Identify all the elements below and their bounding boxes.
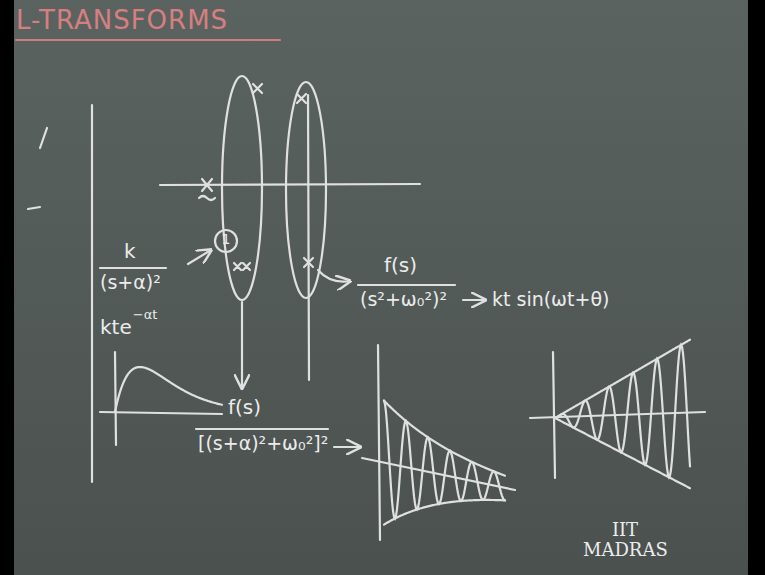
graph-axis (115, 352, 116, 445)
chalk-mark (40, 128, 47, 148)
graph-axis (553, 352, 555, 478)
real-axis (160, 184, 420, 185)
envelope-line (555, 418, 690, 488)
double-pole-mark (234, 263, 250, 270)
numerator: f(s) (228, 396, 261, 418)
leader-arrow (334, 446, 360, 448)
envelope-curve (384, 500, 505, 525)
pole-mark (202, 179, 212, 191)
leader-arrow (241, 302, 243, 388)
exponent: −αt (133, 308, 158, 322)
numerator: f(s) (384, 254, 417, 276)
graph-axis (100, 412, 222, 414)
denominator: (s+α)² (100, 272, 161, 293)
title-underline (16, 39, 280, 41)
watermark: IIT MADRAS (583, 520, 667, 560)
chalk-mark (28, 207, 40, 209)
leader-arrow (188, 250, 211, 264)
denominator: (s²+ω₀²)² (360, 289, 447, 310)
pole-mark (304, 258, 313, 267)
pole-mark (297, 94, 306, 103)
envelope-line (555, 340, 690, 418)
time-function: kte (100, 316, 132, 338)
board-title: L-TRANSFORMS (16, 6, 228, 35)
fraction-bar (100, 267, 166, 269)
time-function: kt sin(ωt+θ) (492, 289, 609, 310)
pole-mark (253, 84, 262, 93)
envelope-curve (384, 401, 505, 476)
imaginary-axis (308, 95, 309, 380)
decay-curve (115, 367, 222, 412)
callout-number: 1 (216, 232, 236, 247)
board-ground (14, 0, 748, 575)
denominator: [(s+α)²+ω₀²]² (198, 433, 328, 454)
leader-arrow (463, 299, 485, 301)
fraction-bar (196, 428, 328, 430)
numerator: k (124, 240, 136, 262)
pole-pair-ellipse (286, 82, 326, 298)
double-mark (199, 196, 215, 200)
pole-pair-ellipse (222, 76, 262, 300)
graph-axis (378, 345, 380, 540)
leader-arrow (318, 270, 350, 282)
divider-line (91, 105, 93, 482)
fraction-bar (358, 284, 455, 286)
growing-oscillation (555, 345, 690, 477)
